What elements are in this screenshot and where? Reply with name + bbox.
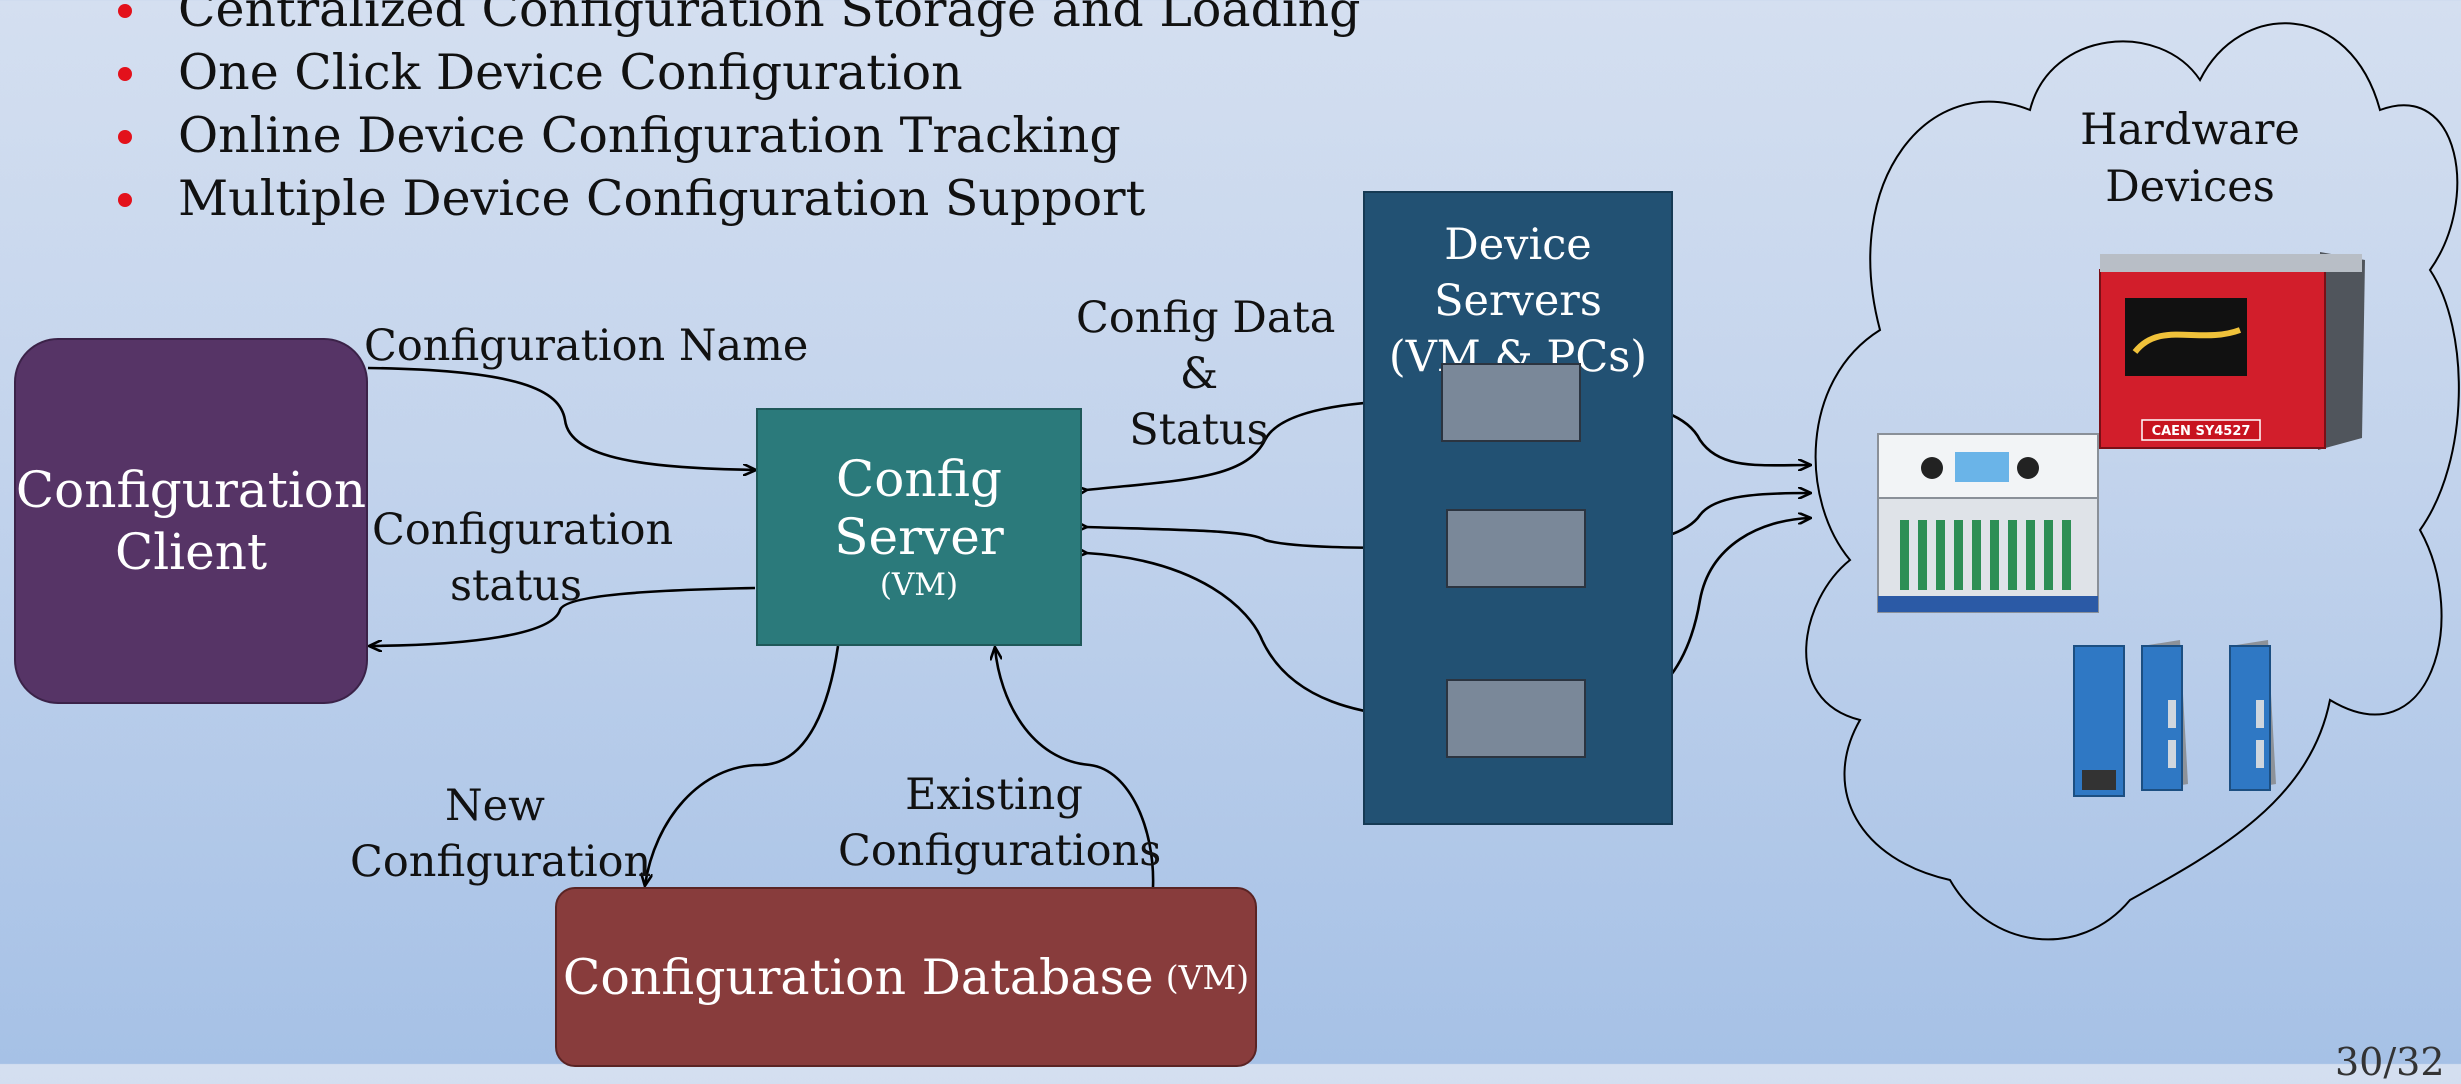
red-crate-icon: CAEN SY4527 [2099,252,2365,450]
configuration-database-node: Configuration Database (VM) [555,887,1257,1067]
hardware-title-line1: Hardware [2080,105,2300,155]
database-title: Configuration Database [562,948,1154,1006]
label-status-line1: Configuration [372,505,674,555]
configuration-client-node: Configuration Client [14,338,368,704]
device-servers-title-line1: Device Servers [1434,220,1602,326]
page-number: 30/32 [2335,1040,2445,1084]
label-configuration-status: Configuration status [372,502,674,614]
label-existing-line2: Configurations [838,826,1162,876]
device-servers-panel: Device Servers (VM & PCs) [1363,191,1673,825]
bullet-icon [118,67,132,81]
client-label-line1: Configuration [15,461,367,519]
label-new-line2: Configuration [350,837,652,887]
edge-new-config [645,645,840,885]
bullet-icon [118,130,132,144]
label-config-data-status: Config Data & Status [1076,290,1336,458]
hardware-title-line2: Devices [2105,162,2275,212]
label-data-line3: Status [1129,405,1269,455]
feature-text: Multiple Device Configuration Support [178,170,1146,227]
feature-text: Centralized Configuration Storage and Lo… [178,0,1361,38]
label-data-line1: Config Data [1076,293,1336,343]
feature-text: Online Device Configuration Tracking [178,107,1121,164]
bullet-icon [118,193,132,207]
client-label-line2: Client [114,523,268,581]
label-status-line2: status [449,561,583,611]
label-data-line2: & [1179,349,1219,399]
edge-config-name [367,366,755,470]
label-configuration-name: Configuration Name [364,321,809,371]
edge-config-status [370,586,756,646]
feature-item: Centralized Configuration Storage and Lo… [118,0,1361,41]
edge-existing-config [995,648,1155,888]
feature-item: Multiple Device Configuration Support [118,167,1361,230]
config-server-subtitle: (VM) [879,567,959,603]
hardware-cloud [1805,22,2460,941]
device-servers-title: Device Servers (VM & PCs) [1365,217,1671,385]
feature-list: Centralized Configuration Storage and Lo… [118,0,1361,230]
label-new-line1: New [445,781,545,831]
label-new-configuration: New Configuration [350,778,652,890]
feature-text: One Click Device Configuration [178,44,963,101]
edge-data-top [1086,400,1438,490]
bullet-icon [118,4,132,18]
hardware-devices-title: Hardware Devices [2040,102,2340,216]
label-existing-line1: Existing [905,770,1083,820]
config-server-title: Config Server [834,450,1004,566]
config-server-node: Config Server (VM) [756,408,1082,646]
vme-crate-icon [1877,433,2099,613]
device-server-slot [1446,679,1586,758]
crate-label: CAEN SY4527 [2152,424,2251,439]
database-subtitle: (VM) [1165,957,1250,997]
blue-modules-icon [2073,640,2276,797]
label-existing-configurations: Existing Configurations [838,767,1162,879]
device-server-slot [1441,363,1581,442]
feature-item: Online Device Configuration Tracking [118,104,1361,167]
feature-item: One Click Device Configuration [118,41,1361,104]
device-server-slot [1446,509,1586,588]
